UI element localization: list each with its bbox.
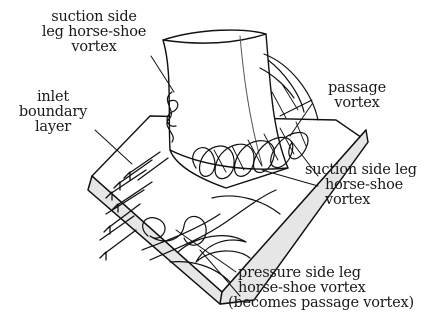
label-suction-horseshoe-right: suction side leg horse-shoe vortex [305, 163, 435, 208]
label-line: horse-shoe [305, 178, 435, 193]
label-line: horse-shoe vortex [228, 281, 440, 296]
label-line: boundary [3, 105, 103, 120]
label-line: layer [3, 120, 103, 135]
label-line: vortex [314, 96, 400, 111]
label-line: vortex [29, 40, 159, 55]
label-line: passage [314, 81, 400, 96]
turbine-blade [163, 30, 288, 188]
label-line: vortex [305, 193, 435, 208]
label-line: suction side leg [305, 163, 435, 178]
label-line: pressure side leg [228, 266, 440, 281]
label-passage-vortex: passage vortex [314, 81, 400, 111]
label-line: leg horse-shoe [29, 25, 159, 40]
label-suction-horseshoe-top: suction side leg horse-shoe vortex [29, 10, 159, 55]
label-pressure-horseshoe: pressure side leg horse-shoe vortex (bec… [228, 266, 440, 311]
label-line: suction side [29, 10, 159, 25]
label-line: (becomes passage vortex) [228, 296, 440, 311]
label-inlet-boundary-layer: inlet boundary layer [3, 90, 103, 135]
label-line: inlet [3, 90, 103, 105]
